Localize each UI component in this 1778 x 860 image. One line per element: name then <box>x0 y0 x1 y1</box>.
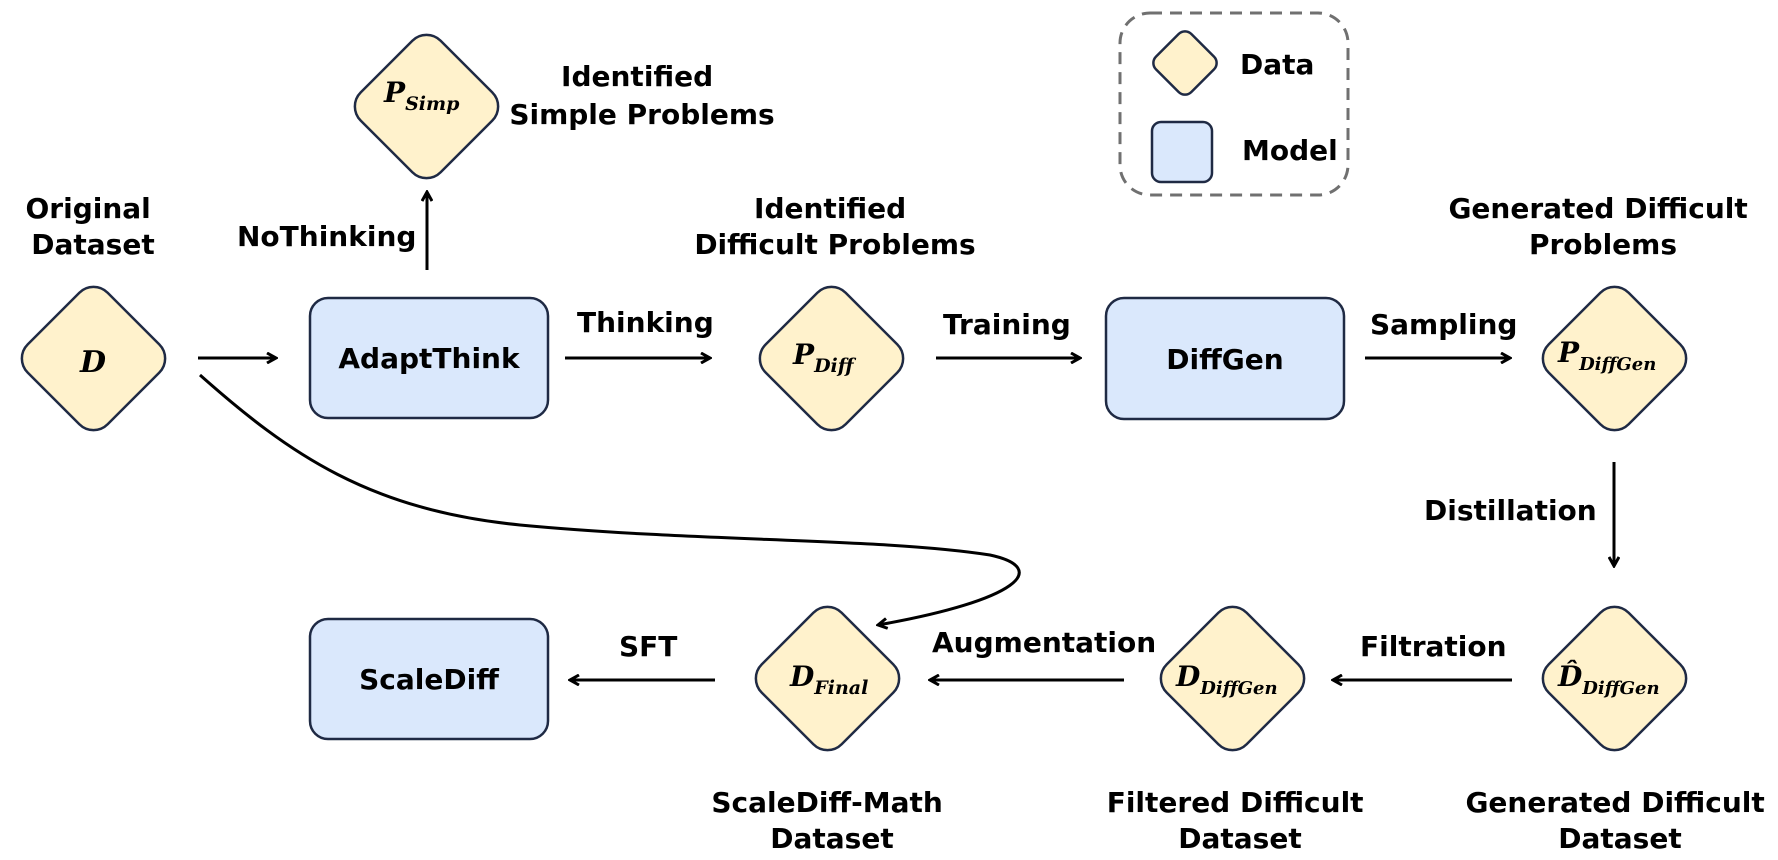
svg-text:PSimp: PSimp <box>383 76 460 115</box>
model-adaptthink-label: AdaptThink <box>338 342 521 375</box>
legend-data-label: Data <box>1240 48 1314 81</box>
legend-model-label: Model <box>1242 134 1338 167</box>
edge-label-sft: SFT <box>619 630 677 663</box>
data-node-d-diffgen-symbol: D <box>1175 660 1201 693</box>
data-node-p-simp-symbol: P <box>383 76 406 109</box>
edge-label-sampling: Sampling <box>1370 308 1517 341</box>
data-node-dhat-diffgen-subscript: DiffGen <box>1581 678 1659 699</box>
legend: Data Model <box>1118 11 1350 197</box>
data-node-p-simp: PSimp <box>353 33 500 180</box>
arrows <box>198 192 1614 680</box>
caption-identified-difficult: Identified Difficult Problems <box>694 192 975 261</box>
data-node-p-diffgen-subscript: DiffGen <box>1578 354 1656 375</box>
model-diffgen: DiffGen <box>1104 296 1346 421</box>
data-node-d-symbol: D <box>79 345 106 380</box>
svg-text:D̂DiffGen: D̂DiffGen <box>1557 660 1660 699</box>
data-node-d: D <box>20 285 167 432</box>
model-adaptthink: AdaptThink <box>308 296 550 420</box>
edge-labels: NoThinking Thinking Training Sampling Di… <box>237 220 1597 663</box>
legend-data-swatch <box>1152 30 1218 96</box>
edge-label-nothinking: NoThinking <box>237 220 416 253</box>
edge-label-distillation: Distillation <box>1424 494 1597 527</box>
data-node-p-diffgen-symbol: P <box>1557 336 1580 369</box>
data-node-d-final-symbol: D <box>789 660 815 693</box>
legend-model-swatch <box>1150 120 1214 184</box>
data-node-p-diff: PDiff <box>758 285 905 432</box>
svg-text:DDiffGen: DDiffGen <box>1175 660 1278 699</box>
edge-label-augmentation: Augmentation <box>932 626 1156 659</box>
captions: Original Dataset Identified Simple Probl… <box>25 60 1774 855</box>
caption-scalediff-math-dataset: ScaleDiff-Math Dataset <box>711 786 952 855</box>
edge-label-thinking: Thinking <box>577 306 714 339</box>
edge-label-training: Training <box>943 308 1071 341</box>
data-node-p-diffgen: PDiffGen <box>1541 285 1688 432</box>
model-diffgen-label: DiffGen <box>1166 343 1283 376</box>
data-node-p-simp-subscript: Simp <box>405 93 460 115</box>
caption-filtered-difficult-dataset: Filtered Difficult Dataset <box>1107 786 1374 855</box>
caption-identified-simple: Identified Simple Problems <box>509 60 774 131</box>
data-node-d-final: DFinal <box>754 605 901 752</box>
data-node-d-diffgen-subscript: DiffGen <box>1199 678 1277 699</box>
svg-text:DFinal: DFinal <box>789 660 868 699</box>
model-scalediff-label: ScaleDiff <box>359 663 499 696</box>
svg-text:D: D <box>79 345 106 380</box>
data-node-d-diffgen: DDiffGen <box>1159 605 1306 752</box>
svg-text:PDiffGen: PDiffGen <box>1557 336 1656 375</box>
caption-generated-difficult-problems: Generated Difficult Problems <box>1448 192 1757 261</box>
caption-generated-difficult-dataset: Generated Difficult Dataset <box>1465 786 1774 855</box>
legend-frame <box>1118 11 1350 197</box>
data-node-p-diff-symbol: P <box>792 338 815 371</box>
svg-text:PDiff: PDiff <box>792 338 857 377</box>
data-node-dhat-diffgen: D̂DiffGen <box>1541 605 1688 752</box>
data-node-d-final-subscript: Final <box>813 677 868 699</box>
data-node-dhat-diffgen-symbol: D̂ <box>1557 660 1583 693</box>
model-scalediff: ScaleDiff <box>308 617 550 741</box>
edge-label-filtration: Filtration <box>1360 630 1507 663</box>
caption-original-dataset: Original Dataset <box>25 192 160 261</box>
data-node-p-diff-subscript: Diff <box>813 355 857 377</box>
arrow-d-to-dfinal-curve <box>199 373 1021 625</box>
